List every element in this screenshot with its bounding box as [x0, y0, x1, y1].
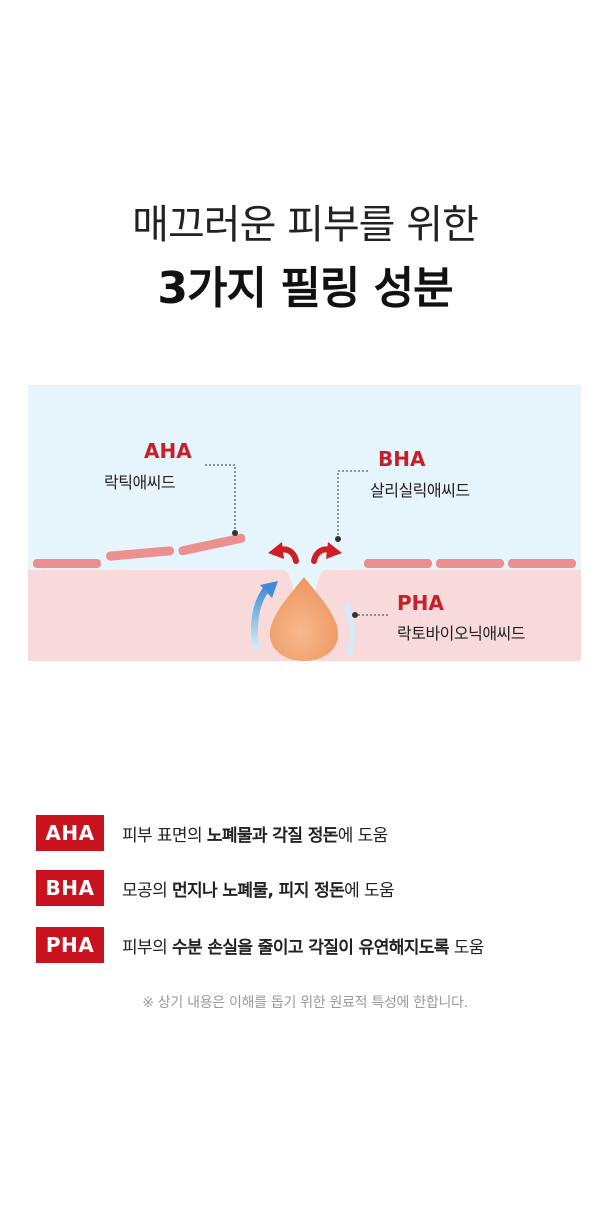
pha-benefit-text: 피부의 수분 손실을 줄이고 각질이 유연해지도록 도움: [122, 933, 484, 958]
skin-cell-lifting: [106, 546, 174, 561]
benefit-text-part: 피부의: [122, 937, 172, 958]
aha-leader-dot: [232, 530, 238, 536]
aha-leader-line: [205, 464, 236, 531]
skin-cell: [508, 559, 576, 568]
benefit-text-part: 피부 표면의: [122, 825, 207, 846]
pha-ingredient-label: 락토바이오닉애씨드: [397, 624, 525, 643]
page-title: 3가지 필링 성분: [157, 263, 453, 314]
pha-badge: PHA: [36, 927, 104, 963]
benefit-text-part: 에 도움: [344, 880, 395, 901]
sebum-drop-icon: [269, 577, 339, 661]
benefit-text-part: 모공의: [122, 880, 172, 901]
skin-layer-left: [28, 570, 304, 661]
sky-layer: [28, 385, 581, 570]
benefit-text-part: 에 도움: [337, 825, 389, 846]
skin-cell: [33, 559, 101, 568]
aha-ingredient-label: 락틱애씨드: [104, 473, 176, 492]
disclaimer-footnote: ※ 상기 내용은 이해를 돕기 위한 원료적 특성에 한합니다.: [142, 995, 468, 1011]
skin-cell-lifting: [178, 533, 246, 556]
benefit-row-aha: AHA 피부 표면의 노폐물과 각질 정돈에 도움: [36, 815, 388, 851]
benefit-text-bold: 노폐물과 각질 정돈: [206, 825, 339, 846]
page-subtitle: 매끄러운 피부를 위한: [132, 202, 479, 248]
aha-benefit-text: 피부 표면의 노폐물과 각질 정돈에 도움: [122, 821, 388, 846]
skin-diagram: AHA 락틱애씨드 BHA 살리실릭애씨드 PHA 락토바이오닉애씨드: [28, 385, 581, 661]
aha-badge: AHA: [36, 815, 104, 851]
pha-leader-dot: [352, 612, 358, 618]
blue-arrowhead-icon: [260, 581, 278, 598]
pha-label: PHA: [397, 591, 444, 615]
benefit-row-pha: PHA 피부의 수분 손실을 줄이고 각질이 유연해지도록 도움: [36, 927, 484, 963]
benefit-text-bold: 수분 손실을 줄이고 각질이 유연해지도록: [171, 937, 450, 958]
benefit-row-bha: BHA 모공의 먼지나 노폐물, 피지 정돈에 도움: [36, 870, 395, 906]
red-arrowhead-left-icon: [268, 542, 284, 559]
blue-up-arrow-icon: [251, 583, 272, 651]
benefit-text-part: 도움: [448, 937, 485, 958]
bha-leader-dot: [335, 536, 341, 542]
aha-label: AHA: [144, 439, 192, 463]
red-arrowhead-right-icon: [326, 542, 342, 559]
bha-leader-line: [337, 470, 368, 537]
blue-faint-arrow-icon: [343, 602, 356, 656]
bha-benefit-text: 모공의 먼지나 노폐물, 피지 정돈에 도움: [122, 876, 395, 901]
skin-cell: [436, 559, 504, 568]
bha-badge: BHA: [36, 870, 104, 906]
skin-cell: [364, 559, 432, 568]
skin-layer-right: [305, 570, 581, 661]
skin-diagram-graphic: [28, 385, 581, 661]
bha-label: BHA: [378, 447, 426, 471]
bha-ingredient-label: 살리실릭애씨드: [370, 481, 470, 500]
benefit-text-bold: 먼지나 노폐물, 피지 정돈: [171, 880, 345, 901]
